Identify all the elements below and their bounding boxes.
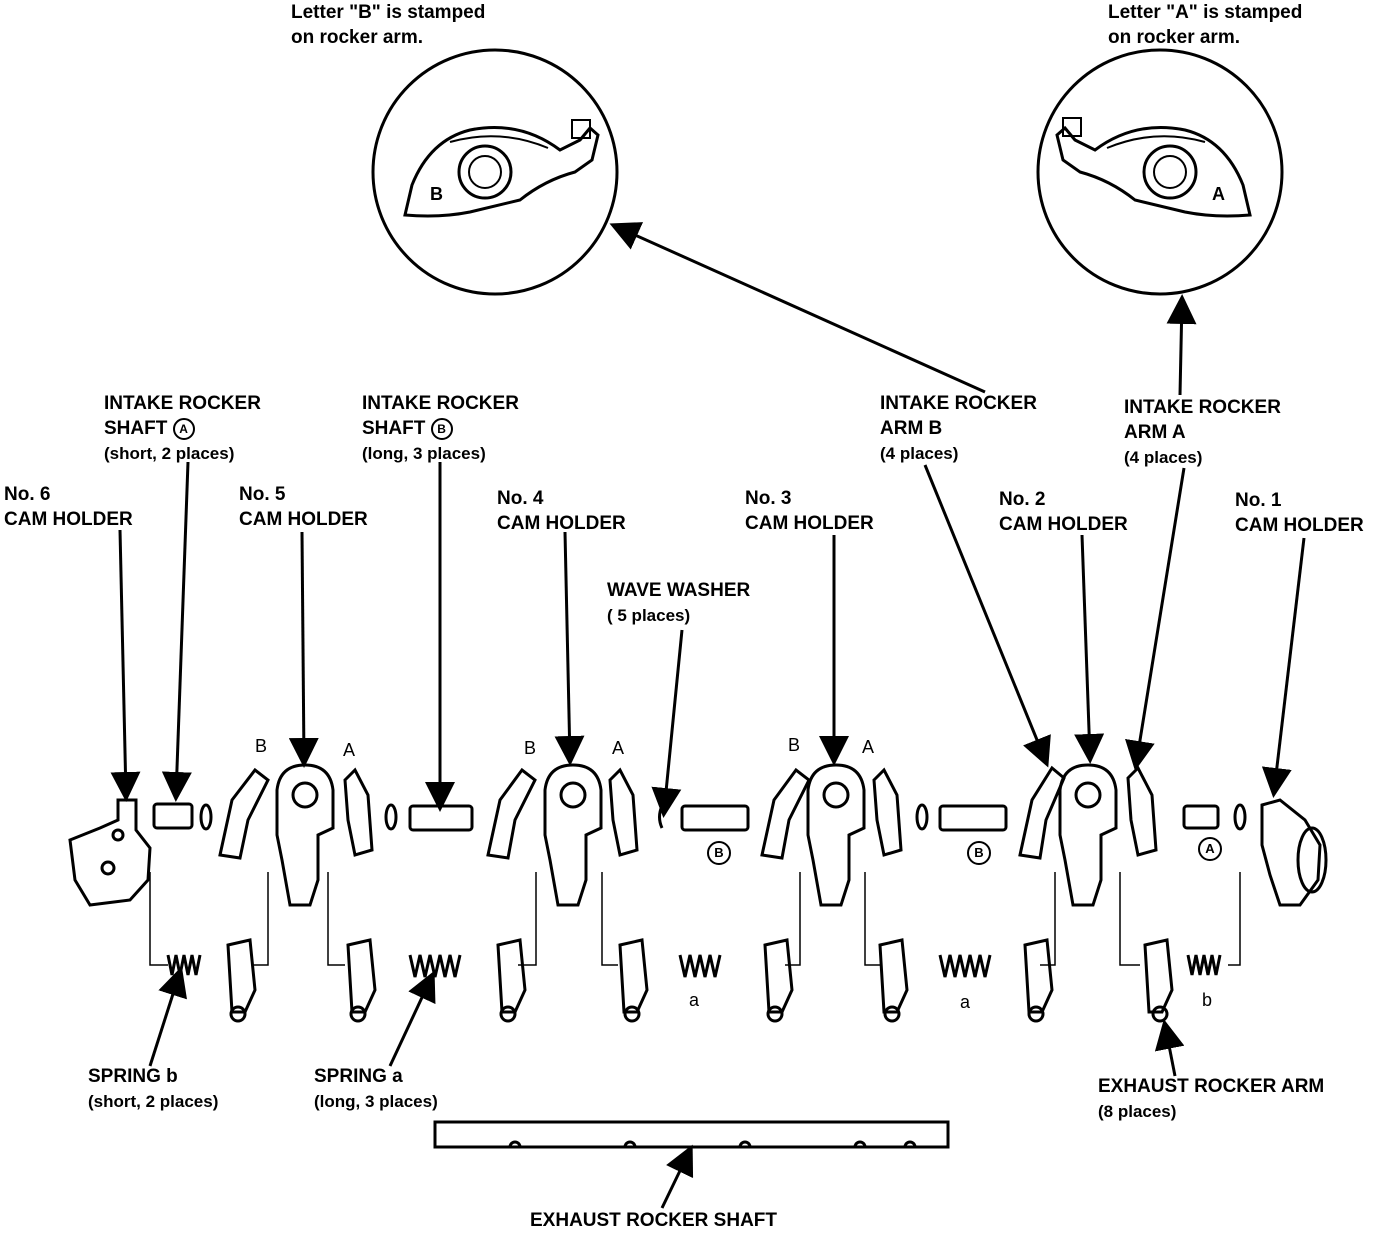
exhaust-arm-line1: EXHAUST ROCKER ARM bbox=[1098, 1076, 1325, 1097]
arm-a-line2: ARM A bbox=[1124, 422, 1186, 443]
marker-a-no5: A bbox=[343, 740, 356, 760]
spring-a bbox=[408, 954, 462, 978]
alignment-brackets bbox=[149, 872, 1241, 966]
label-cam-holder-3: No. 3 CAM HOLDER bbox=[745, 486, 874, 536]
spring-a-line2: (long, 3 places) bbox=[314, 1092, 438, 1111]
shaft-b-line2: SHAFT bbox=[362, 418, 426, 439]
arm-b-line3: (4 places) bbox=[880, 444, 959, 463]
exhaust-rocker-arm bbox=[618, 938, 649, 1023]
exhaust-rocker-arm bbox=[226, 938, 257, 1023]
label-intake-rocker-shaft-b: INTAKE ROCKER SHAFT B (long, 3 places) bbox=[362, 391, 519, 466]
label-spring-b: SPRING b (short, 2 places) bbox=[88, 1064, 218, 1114]
note-a-line1: Letter "A" is stamped bbox=[1108, 2, 1303, 23]
label-spring-a: SPRING a (long, 3 places) bbox=[314, 1064, 438, 1114]
exhaust-rocker-arm bbox=[346, 938, 377, 1023]
label-intake-rocker-arm-b: INTAKE ROCKER ARM B (4 places) bbox=[880, 391, 1037, 466]
exhaust-arm-line2: (8 places) bbox=[1098, 1102, 1177, 1121]
marker-a-detail: A bbox=[1212, 184, 1225, 204]
wave-washer-line2: ( 5 places) bbox=[607, 606, 691, 625]
circled-a-marker: A bbox=[1198, 837, 1222, 861]
shaft-a-line2: SHAFT bbox=[104, 418, 168, 439]
cam1-line1: No. 1 bbox=[1235, 490, 1282, 511]
marker-a-no3: A bbox=[862, 737, 875, 757]
label-exhaust-rocker-shaft: EXHAUST ROCKER SHAFT bbox=[530, 1210, 778, 1231]
detail-circle-rocker-arm-b bbox=[371, 48, 619, 296]
cam4-line2: CAM HOLDER bbox=[497, 513, 626, 534]
shaft-a-line1: INTAKE ROCKER bbox=[104, 393, 261, 414]
exhaust-rocker-arm bbox=[763, 938, 794, 1023]
spring-b-left bbox=[166, 954, 202, 976]
arm-a-line3: (4 places) bbox=[1124, 448, 1203, 467]
arm-b-line2: ARM B bbox=[880, 418, 943, 439]
arm-a-line1: INTAKE ROCKER bbox=[1124, 397, 1281, 418]
spring-a bbox=[938, 954, 992, 978]
shaft-b-line1: INTAKE ROCKER bbox=[362, 393, 519, 414]
note-letter-b: Letter "B" is stamped on rocker arm. bbox=[291, 0, 485, 50]
exhaust-rocker-arm bbox=[1023, 938, 1054, 1023]
label-cam-holder-1: No. 1 CAM HOLDER bbox=[1235, 488, 1364, 538]
leader-lines bbox=[110, 222, 1306, 1209]
circled-b-marker-1: B bbox=[707, 841, 731, 865]
label-wave-washer: WAVE WASHER ( 5 places) bbox=[607, 578, 750, 628]
marker-a-no4: A bbox=[612, 738, 625, 758]
spring-a-line1: SPRING a bbox=[314, 1066, 403, 1087]
label-intake-rocker-arm-a: INTAKE ROCKER ARM A (4 places) bbox=[1124, 395, 1281, 470]
cam5-line2: CAM HOLDER bbox=[239, 509, 368, 530]
label-exhaust-rocker-arm: EXHAUST ROCKER ARM (8 places) bbox=[1098, 1074, 1324, 1124]
marker-b-no4: B bbox=[524, 738, 537, 758]
exhaust-rocker-shaft bbox=[433, 1120, 950, 1149]
label-cam-holder-6: No. 6 CAM HOLDER bbox=[4, 482, 133, 532]
spring-a bbox=[678, 954, 722, 978]
marker-b-no3: B bbox=[788, 735, 801, 755]
circled-a-icon: A bbox=[172, 417, 195, 440]
label-intake-rocker-shaft-a: INTAKE ROCKER SHAFT A (short, 2 places) bbox=[104, 391, 261, 466]
note-b-line2: on rocker arm. bbox=[291, 27, 423, 48]
note-a-line2: on rocker arm. bbox=[1108, 27, 1240, 48]
cam4-line1: No. 4 bbox=[497, 488, 544, 509]
cam5-line1: No. 5 bbox=[239, 484, 286, 505]
marker-spring-b: b bbox=[1202, 990, 1213, 1010]
cam1-line2: CAM HOLDER bbox=[1235, 515, 1364, 536]
cam3-line1: No. 3 bbox=[745, 488, 792, 509]
shaft-b-line3: (long, 3 places) bbox=[362, 444, 486, 463]
wave-washer-line1: WAVE WASHER bbox=[607, 580, 751, 601]
cam2-line2: CAM HOLDER bbox=[999, 514, 1128, 535]
arm-b-line1: INTAKE ROCKER bbox=[880, 393, 1037, 414]
exhaust-rocker-arm bbox=[496, 938, 527, 1023]
marker-b-detail: B bbox=[430, 184, 443, 204]
spring-b-line2: (short, 2 places) bbox=[88, 1092, 219, 1111]
cam6-line2: CAM HOLDER bbox=[4, 509, 133, 530]
exhaust-rocker-arm bbox=[878, 938, 909, 1023]
circled-b-marker-2: B bbox=[967, 841, 991, 865]
marker-spring-a-2: a bbox=[960, 992, 971, 1012]
shaft-a-line3: (short, 2 places) bbox=[104, 444, 235, 463]
cam6-line1: No. 6 bbox=[4, 484, 51, 505]
circled-b-icon: B bbox=[430, 417, 453, 440]
spring-b-right bbox=[1186, 954, 1222, 976]
note-b-line1: Letter "B" is stamped bbox=[291, 2, 486, 23]
label-cam-holder-5: No. 5 CAM HOLDER bbox=[239, 482, 368, 532]
detail-circle-rocker-arm-a bbox=[1036, 48, 1284, 296]
intake-row-parts bbox=[68, 763, 1328, 907]
marker-b-no5: B bbox=[255, 736, 268, 756]
spring-b-line1: SPRING b bbox=[88, 1066, 178, 1087]
cam3-line2: CAM HOLDER bbox=[745, 513, 874, 534]
label-cam-holder-2: No. 2 CAM HOLDER bbox=[999, 487, 1128, 537]
exhaust-rocker-arm bbox=[1143, 938, 1174, 1023]
marker-spring-a-1: a bbox=[689, 990, 700, 1010]
note-letter-a: Letter "A" is stamped on rocker arm. bbox=[1108, 0, 1302, 50]
label-cam-holder-4: No. 4 CAM HOLDER bbox=[497, 486, 626, 536]
cam2-line1: No. 2 bbox=[999, 489, 1046, 510]
exhaust-row-parts bbox=[166, 938, 1222, 1023]
